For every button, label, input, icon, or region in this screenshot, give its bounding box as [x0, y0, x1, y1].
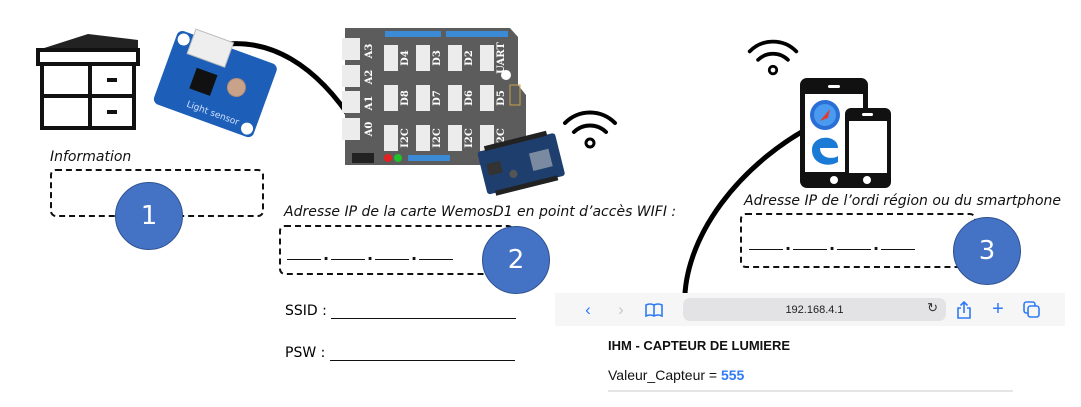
port-label: D2 [464, 50, 475, 66]
ip-octet-blank[interactable] [331, 246, 365, 260]
port-label: I2C [496, 128, 507, 148]
port-label: I2C [400, 128, 411, 148]
ip-octet-blank[interactable] [749, 236, 783, 250]
port-label: D4 [400, 50, 411, 66]
step2-label: Adresse IP de la carte WemosD1 en point … [284, 204, 677, 220]
step1-label: Information [50, 149, 132, 165]
sensor-value-label: Valeur_Capteur = [608, 367, 721, 383]
step3-label: Adresse IP de l’ordi région ou du smartp… [744, 193, 1062, 209]
url-text: 192.168.4.1 [785, 303, 844, 316]
step2-number: 2 [507, 245, 525, 275]
safari-icon [810, 100, 840, 130]
forward-icon[interactable]: › [618, 299, 624, 319]
led-green [394, 154, 402, 162]
grove-port-connector [384, 85, 398, 111]
psw-label: PSW : [285, 345, 326, 361]
edge-icon [812, 137, 838, 165]
step3-number: 3 [978, 236, 996, 266]
grove-port-connector [448, 125, 462, 151]
ssid-label: SSID : [285, 303, 327, 319]
port-label: D3 [432, 50, 443, 66]
grove-port-connector [416, 125, 430, 151]
storage-box-icon [36, 34, 140, 130]
grove-port-connector [384, 125, 398, 151]
wemos-d1-board-icon [477, 130, 565, 196]
port-label-a1: A1 [364, 96, 375, 112]
light-sensor-module-icon: Light sensor [153, 28, 277, 138]
port-label: D5 [496, 90, 507, 106]
ip-separator: . [872, 235, 880, 254]
reload-icon[interactable]: ↻ [927, 300, 938, 315]
ip-octet-blank[interactable] [419, 246, 453, 260]
port-label: D6 [464, 90, 475, 106]
port-label: I2C [464, 128, 475, 148]
ip-octet-blank[interactable] [881, 236, 915, 250]
browser-toolbar: ‹ › 192.168.4.1 ↻ + [555, 293, 1065, 326]
webpage-divider [608, 390, 1013, 392]
back-icon[interactable]: ‹ [585, 299, 591, 319]
sensor-value: 555 [720, 367, 745, 383]
tabs-icon[interactable] [1021, 298, 1043, 321]
ssid-field[interactable]: SSID : [285, 303, 517, 319]
grove-port-connector [448, 85, 462, 111]
port-label-a2: A2 [364, 70, 375, 86]
grove-port-connector [480, 125, 494, 151]
grove-port-connector [480, 45, 494, 71]
cable-browser-to-device [682, 117, 827, 313]
step3-badge: 3 [953, 217, 1021, 285]
url-field[interactable]: 192.168.4.1 ↻ [683, 298, 946, 321]
step1-badge: 1 [115, 182, 183, 250]
port-label-a3: A3 [364, 44, 375, 60]
ssid-input-line[interactable] [331, 305, 517, 319]
port-label-a0: A0 [364, 122, 375, 138]
step2-badge: 2 [482, 226, 550, 294]
port-label: D8 [400, 90, 411, 106]
step2-ip-blanks[interactable]: ... [287, 245, 453, 264]
sensor-value-line: Valeur_Capteur = 555 [608, 367, 744, 383]
psw-field[interactable]: PSW : [285, 345, 515, 361]
ip-octet-blank[interactable] [793, 236, 827, 250]
webpage-title: IHM - CAPTEUR DE LUMIERE [608, 338, 790, 353]
ip-separator: . [322, 245, 330, 264]
grove-port-connector [448, 45, 462, 71]
step1-number: 1 [140, 201, 158, 231]
led-red [384, 154, 392, 162]
ip-octet-blank[interactable] [287, 246, 321, 260]
grove-port-connector [480, 85, 494, 111]
grove-port-connector [416, 45, 430, 71]
wifi-icon [563, 110, 617, 149]
ip-separator: . [410, 245, 418, 264]
bookmarks-icon[interactable] [643, 298, 665, 321]
ip-separator: . [366, 245, 374, 264]
grove-port-connector [384, 45, 398, 71]
new-tab-icon[interactable]: + [992, 298, 1004, 320]
port-label: I2C [432, 128, 443, 148]
grove-port-connector [416, 85, 430, 111]
port-label: D7 [432, 90, 443, 106]
ip-separator: . [784, 235, 792, 254]
port-label: UART [496, 42, 507, 74]
step3-ip-blanks[interactable]: ... [749, 235, 915, 254]
wifi-icon [747, 39, 799, 76]
ip-octet-blank[interactable] [375, 246, 409, 260]
share-icon[interactable] [953, 298, 975, 321]
tablet-smartphone-icon [800, 78, 891, 188]
ip-separator: . [828, 235, 836, 254]
ip-octet-blank[interactable] [837, 236, 871, 250]
psw-input-line[interactable] [329, 347, 515, 361]
